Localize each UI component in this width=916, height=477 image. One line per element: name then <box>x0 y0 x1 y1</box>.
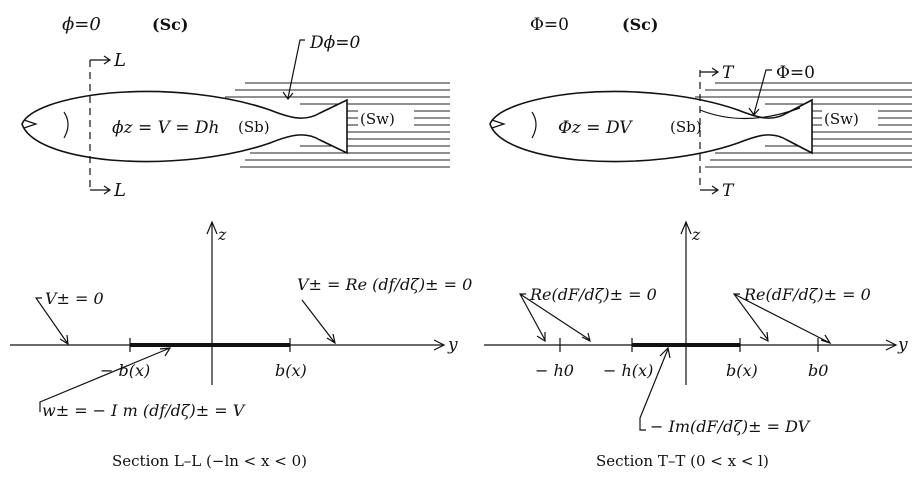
left-boundary-region: (Sc) <box>152 15 188 34</box>
left-wake-label-bg <box>358 110 414 128</box>
left-tick-neg-b-label: − b(x) <box>100 361 150 380</box>
left-plate-condition: w± = − I m (df/dζ)± = V <box>42 401 246 420</box>
left-y-axis-arrow <box>433 339 446 351</box>
left-interior-condition: ϕz = V = Dh <box>112 118 220 138</box>
left-surface-leader <box>282 39 305 100</box>
left-axis-z-label: z <box>217 225 227 244</box>
right-axis-z-label: z <box>691 225 701 244</box>
left-wake-condition: V± = Re (df/dζ)± = 0 <box>297 275 472 294</box>
left-panel: ϕ=0 (Sc) L L Dϕ=0 <box>10 14 472 470</box>
right-interior-condition: Φz = DV <box>558 118 633 138</box>
left-fish-body <box>21 90 348 163</box>
left-fish-mouth <box>23 119 38 129</box>
left-section-arrow-bottom <box>90 185 112 195</box>
left-caption: Section L–L (−ln < x < 0) <box>112 452 307 470</box>
left-z-axis-arrow <box>206 220 218 235</box>
right-boundary-potential: Φ=0 <box>530 15 569 35</box>
right-boundary-region: (Sc) <box>622 15 658 34</box>
right-fish-keel <box>699 107 801 120</box>
right-wake-lines <box>695 82 912 168</box>
right-z-axis-arrow <box>680 220 692 235</box>
right-tick-neg-h0-label: − h0 <box>535 361 574 380</box>
left-boundary-potential: ϕ=0 <box>62 14 101 35</box>
left-outer-condition: V± = 0 <box>45 289 104 308</box>
left-fish-gill <box>63 111 69 139</box>
right-left-leader <box>518 293 591 343</box>
right-surface-leader <box>748 69 772 116</box>
left-section-label-top: L <box>113 50 126 71</box>
right-plate-condition: − Im(dF/dζ)± = DV <box>650 417 811 436</box>
left-section-arrow-top <box>90 55 112 65</box>
left-wake-label: (Sw) <box>360 110 395 128</box>
right-section-arrow-bottom <box>700 185 720 195</box>
right-surface-condition: Φ=0 <box>776 63 815 83</box>
right-left-condition: Re(dF/dζ)± = 0 <box>529 285 657 304</box>
right-plate-leader <box>639 346 671 431</box>
right-section-arrow-top <box>700 67 720 77</box>
right-fish-gill <box>531 111 537 139</box>
right-panel: Φ=0 (Sc) T T Φ=0 <box>484 15 912 470</box>
left-outer-leader <box>34 297 69 346</box>
right-section-label-top: T <box>722 63 735 83</box>
left-tick-pos-b-label: b(x) <box>275 361 307 380</box>
right-wake-label-bg <box>822 110 878 128</box>
right-tick-neg-h-label: − h(x) <box>603 361 653 380</box>
right-fish-mouth <box>491 119 506 129</box>
right-wake-label: (Sw) <box>824 110 859 128</box>
right-section-label-bottom: T <box>722 181 735 201</box>
left-wake-leader <box>301 299 336 345</box>
right-fish-body <box>489 90 813 163</box>
right-axis-y-label: y <box>897 335 908 355</box>
right-tick-pos-b-label: b(x) <box>726 361 758 380</box>
left-body-label: (Sb) <box>238 118 270 136</box>
right-body-label: (Sb) <box>670 118 702 136</box>
left-plate-leader <box>39 347 172 412</box>
left-section-label-bottom: L <box>113 180 126 201</box>
right-y-axis-arrow <box>885 339 898 351</box>
right-tick-pos-b0-label: b0 <box>808 361 828 380</box>
right-caption: Section T–T (0 < x < l) <box>596 452 769 470</box>
left-axis-y-label: y <box>447 335 458 355</box>
right-right-condition: Re(dF/dζ)± = 0 <box>743 285 871 304</box>
left-surface-condition: Dϕ=0 <box>309 33 360 53</box>
right-right-leader <box>732 293 832 345</box>
